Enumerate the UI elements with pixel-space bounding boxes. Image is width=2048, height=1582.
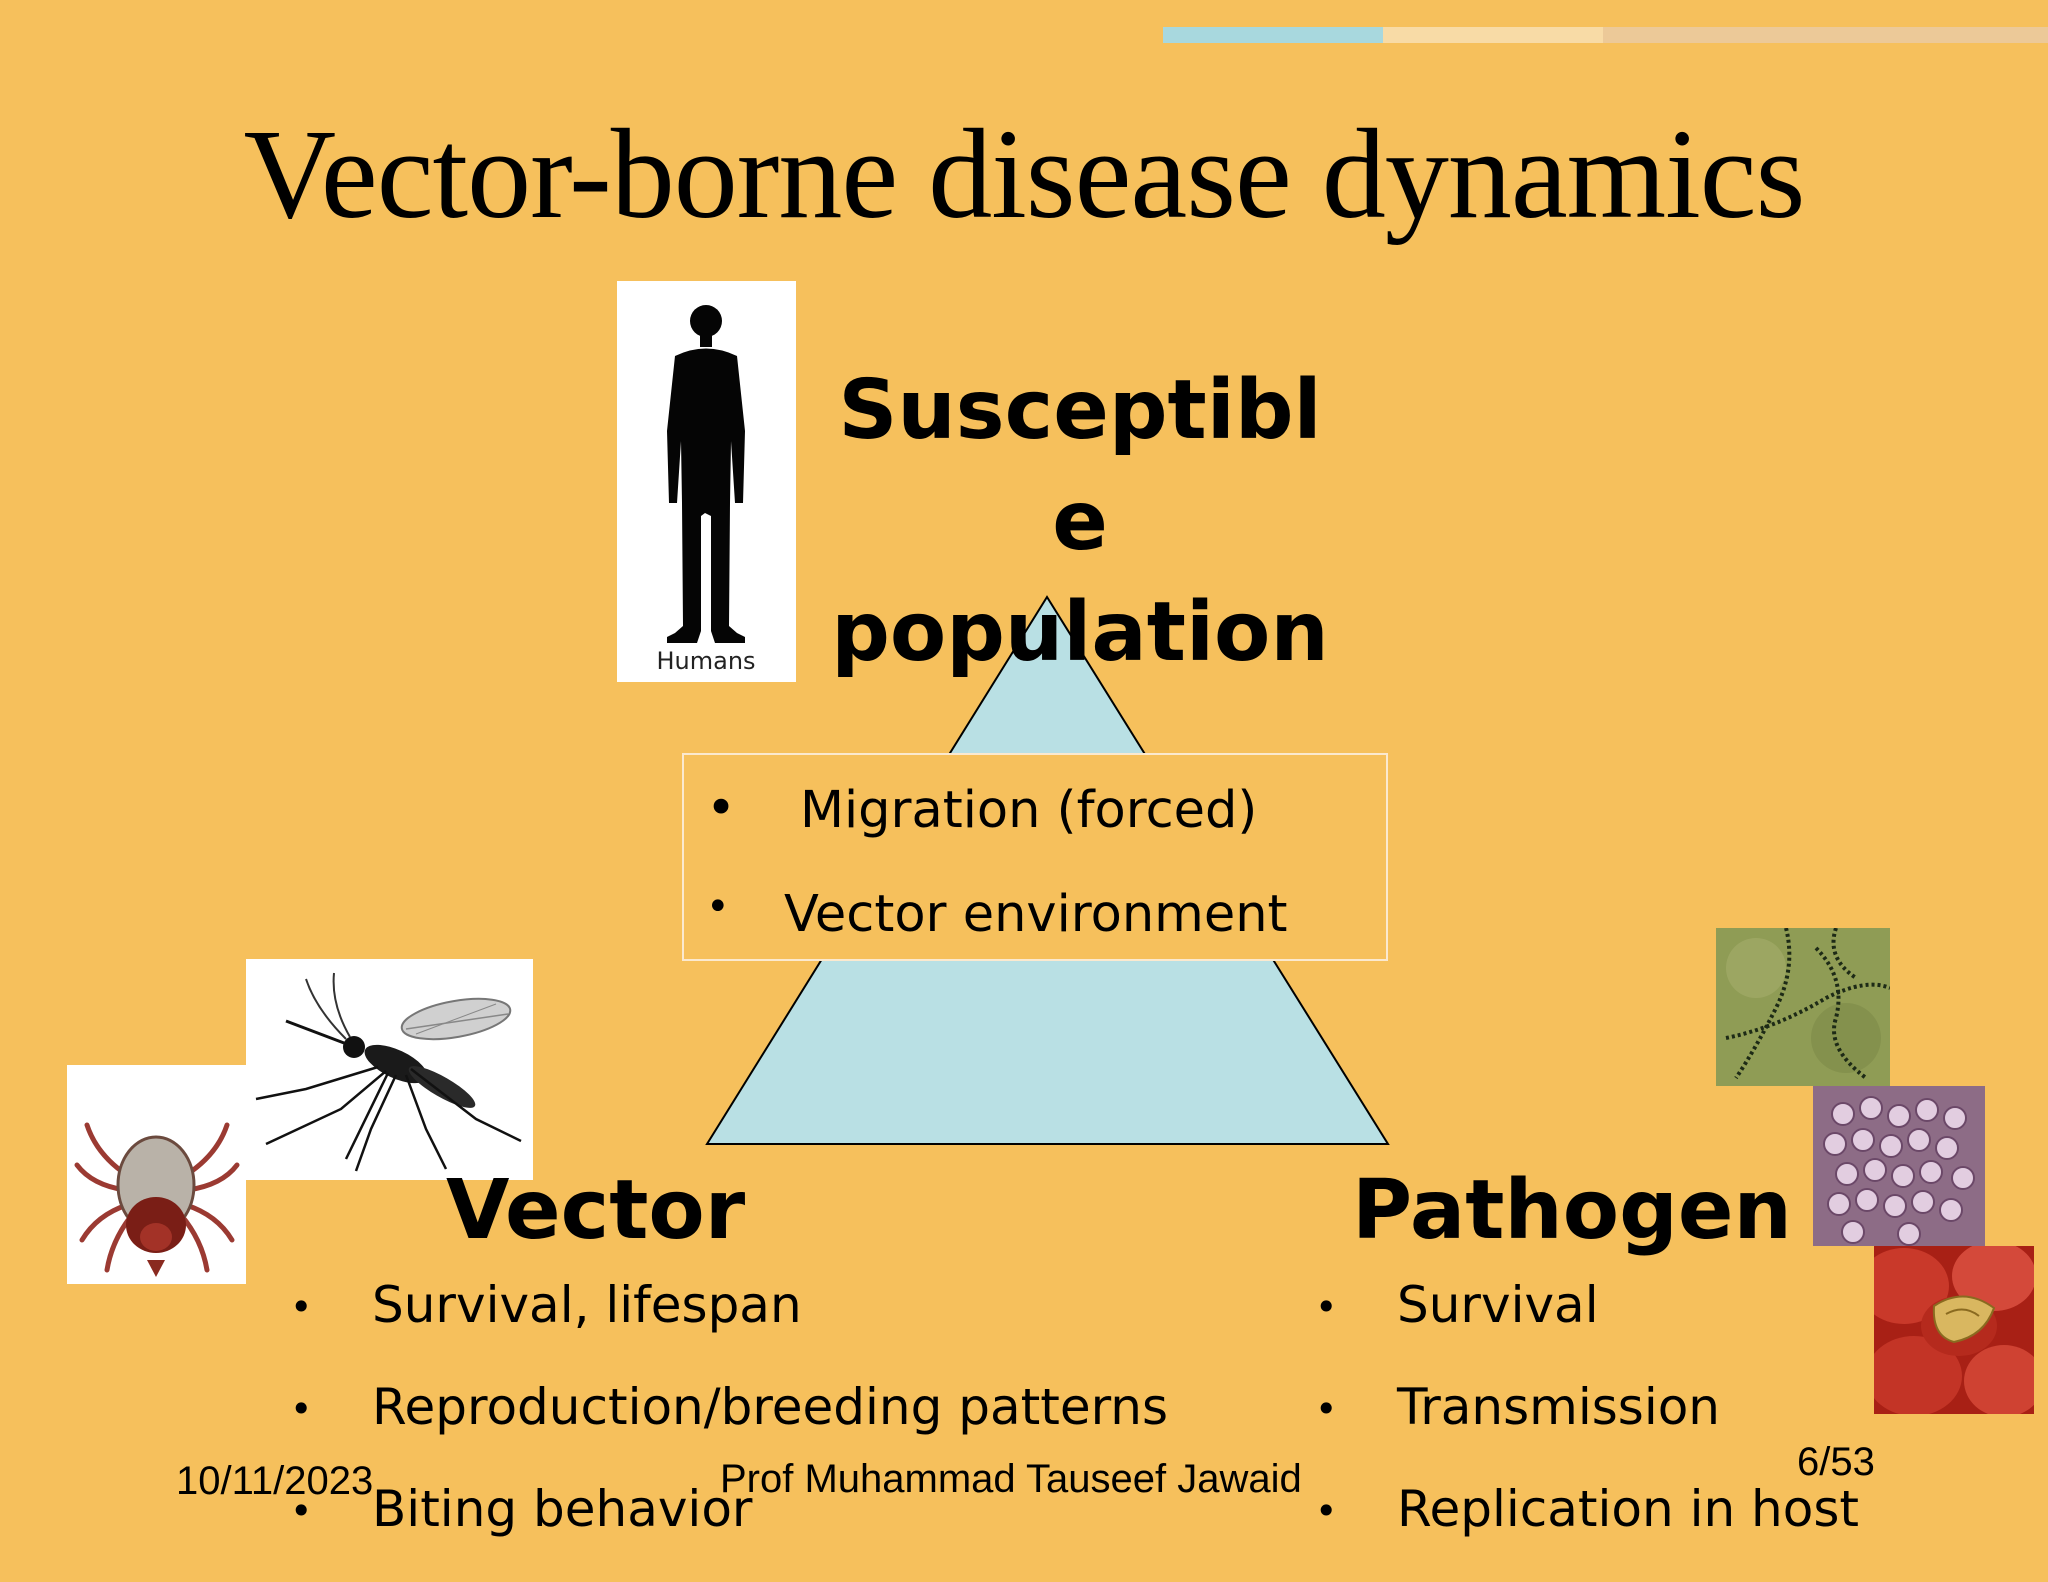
footer-author: Prof Muhammad Tauseef Jawaid	[720, 1457, 1302, 1501]
accent-bar-3	[1603, 27, 2048, 43]
bullet-icon: •	[1315, 1387, 1338, 1431]
bullet-icon: •	[290, 1489, 313, 1533]
human-image-caption: Humans	[656, 647, 755, 675]
bullet-icon: •	[706, 884, 730, 930]
footer-page-number: 6/53	[1797, 1440, 1875, 1484]
bullet-icon: •	[706, 779, 737, 838]
human-silhouette-image: Humans	[617, 281, 796, 682]
tick-icon	[74, 1122, 240, 1277]
virus-icon	[1813, 1086, 1985, 1246]
pathogen-factor-list: • Survival • Transmission • Replication …	[1315, 1280, 1915, 1540]
mosquito-image	[246, 959, 533, 1180]
susceptible-label-line-1: Susceptibl	[838, 363, 1322, 458]
list-item-label: Reproduction/breeding patterns	[372, 1378, 1169, 1436]
susceptible-population-label: Susceptibl e population	[780, 355, 1380, 688]
list-item-label: Transmission	[1397, 1378, 1720, 1436]
list-item-label: Survival	[1397, 1276, 1599, 1334]
accent-bar-2	[1383, 27, 1603, 43]
center-box-item: Migration (forced)	[800, 781, 1258, 840]
vector-factor-list: • Survival, lifespan • Reproduction/bree…	[290, 1280, 1190, 1540]
red-blood-cells-icon	[1874, 1246, 2034, 1414]
center-box-item: Vector environment	[784, 885, 1288, 944]
bacteria-micrograph-image	[1716, 928, 1890, 1086]
susceptible-label-line-3: population	[831, 585, 1329, 680]
virus-micrograph-image	[1813, 1086, 1985, 1246]
bullet-icon: •	[1315, 1489, 1338, 1533]
susceptible-label-line-2: e	[1052, 474, 1108, 569]
vector-heading: Vector	[446, 1163, 746, 1258]
tick-image	[67, 1065, 246, 1284]
list-item-label: Biting behavior	[372, 1480, 753, 1538]
parasite-in-blood-cells-image	[1874, 1246, 2034, 1414]
center-text-box: • Migration (forced) • Vector environmen…	[682, 753, 1388, 961]
bullet-icon: •	[290, 1387, 313, 1431]
bullet-icon: •	[1315, 1285, 1338, 1329]
mosquito-icon	[255, 972, 522, 1172]
human-silhouette-icon: Humans	[656, 305, 756, 675]
footer-date: 10/11/2023	[176, 1459, 374, 1503]
bullet-icon: •	[290, 1285, 313, 1329]
list-item-label: Survival, lifespan	[372, 1276, 802, 1334]
bacteria-icon	[1716, 928, 1890, 1086]
list-item-label: Replication in host	[1397, 1480, 1859, 1538]
slide-title: Vector-borne disease dynamics	[243, 103, 1806, 245]
accent-bar-1	[1163, 27, 1383, 43]
pathogen-heading: Pathogen	[1352, 1163, 1792, 1258]
